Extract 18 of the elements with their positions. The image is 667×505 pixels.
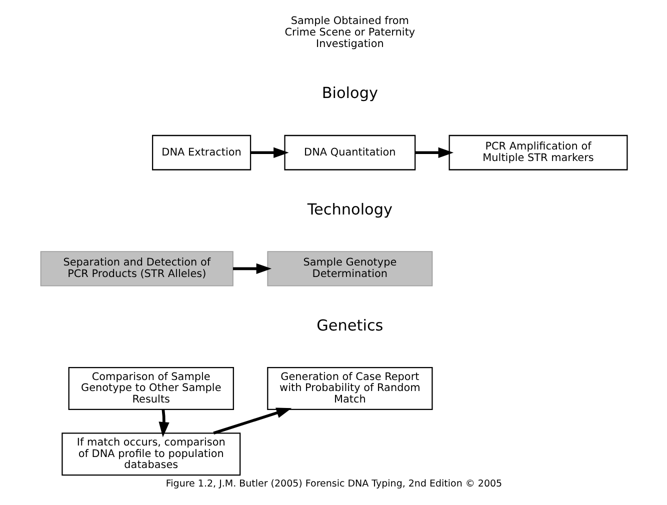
node-box: DNA Quantitation: [284, 134, 416, 170]
node-box: Generation of Case Report with Probability of Random Match: [266, 367, 432, 410]
node-box: DNA Extraction: [152, 134, 251, 170]
caption: Figure 1.2, J.M. Butler (2005) Forensic DNA Typing, 2nd Edition © 2005: [165, 478, 502, 490]
label: Sample Obtained from Crime Scene or Paternity Investigation: [284, 15, 415, 50]
node-box: Separation and Detection of PCR Products (STR Alleles): [40, 251, 233, 286]
arrow: [212, 408, 292, 435]
arrow: [232, 263, 272, 274]
node-box: If match occurs, comparison of DNA profile to population databases: [61, 432, 240, 476]
node-box: Sample Genotype Determination: [266, 251, 432, 286]
label: Biology: [321, 84, 378, 102]
node-box: PCR Amplification of Multiple STR markers: [448, 134, 628, 170]
label: Genetics: [316, 316, 383, 334]
node-box: Comparison of Sample Genotype to Other Sample Results: [68, 367, 234, 410]
label: Technology: [306, 200, 392, 218]
arrow: [158, 409, 169, 438]
arrow: [414, 147, 454, 158]
arrow: [250, 147, 288, 158]
